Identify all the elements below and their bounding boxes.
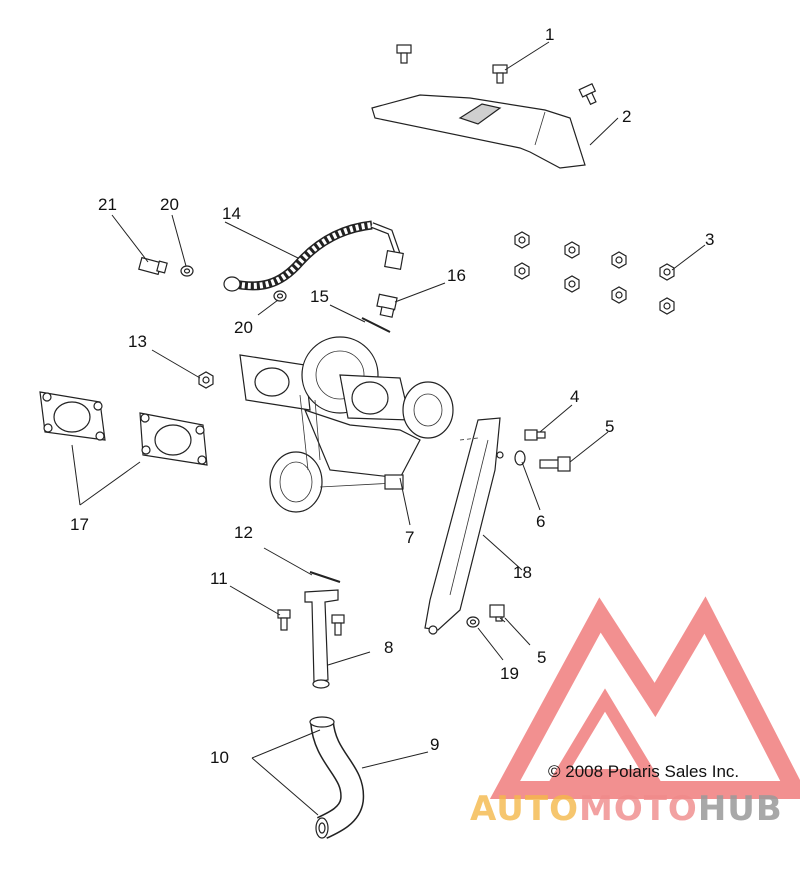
hose-part-9 <box>309 716 365 839</box>
oil-line-part-14 <box>223 220 404 292</box>
washer-part-6 <box>514 450 526 466</box>
callout-21: 21 <box>98 195 117 214</box>
callout-15: 15 <box>310 287 329 306</box>
watermark-logo <box>489 596 800 799</box>
bolt-part-5b <box>489 604 505 622</box>
screw-part-1a <box>396 44 412 64</box>
callout-14: 14 <box>222 204 241 223</box>
callout-2: 2 <box>622 107 631 126</box>
callout-3: 3 <box>705 230 714 249</box>
callout-5a: 5 <box>605 417 614 436</box>
callout-11: 11 <box>210 569 228 588</box>
leader-lines <box>71 41 706 816</box>
bolt-part-5a <box>539 456 571 472</box>
drain-tube-part-8 <box>304 589 339 689</box>
watermark-hub: HUB <box>698 789 783 829</box>
turbocharger-part-7 <box>239 336 454 513</box>
screw-part-1b <box>492 64 508 84</box>
callout-9: 9 <box>430 735 439 754</box>
gasket-part-17a <box>39 391 106 441</box>
callout-10: 10 <box>210 748 229 767</box>
screw-part-1c <box>578 82 597 106</box>
gasket-part-17b <box>139 412 208 466</box>
nut-group-part-3 <box>514 231 675 315</box>
washer-part-19 <box>466 616 480 628</box>
heat-shield-part-2 <box>371 94 586 169</box>
bracket-part-18 <box>424 417 504 635</box>
bolt-part-11b <box>331 614 345 636</box>
callout-7: 7 <box>405 528 414 547</box>
watermark-moto: MOTO <box>579 789 698 829</box>
washer-part-20b <box>273 290 287 302</box>
callout-numbers: 1 2 3 4 5 5 6 7 8 9 10 11 12 13 14 15 16… <box>70 25 714 767</box>
clip-part-15 <box>361 317 391 333</box>
bolt-part-11a <box>277 609 291 631</box>
callout-8: 8 <box>384 638 393 657</box>
callout-20b: 20 <box>234 318 253 337</box>
watermark-auto: AUTO <box>470 789 579 829</box>
callout-6: 6 <box>536 512 545 531</box>
bolt-part-4 <box>524 429 546 441</box>
callout-13: 13 <box>128 332 147 351</box>
callout-19: 19 <box>500 664 519 683</box>
fitting-part-21 <box>138 256 168 276</box>
callout-18: 18 <box>513 563 532 582</box>
copyright-text: © 2008 Polaris Sales Inc. <box>548 762 739 781</box>
callout-17: 17 <box>70 515 89 534</box>
callout-1: 1 <box>545 25 554 44</box>
callout-5b: 5 <box>537 648 546 667</box>
callout-16: 16 <box>447 266 466 285</box>
watermark-wordmark: AUTOMOTOHUB <box>470 789 783 829</box>
fitting-part-16 <box>376 293 398 318</box>
callout-4: 4 <box>570 387 579 406</box>
nut-part-13 <box>198 371 214 389</box>
gasket-part-12 <box>309 571 341 583</box>
callout-20a: 20 <box>160 195 179 214</box>
washer-part-20a <box>180 265 194 277</box>
callout-12: 12 <box>234 523 253 542</box>
